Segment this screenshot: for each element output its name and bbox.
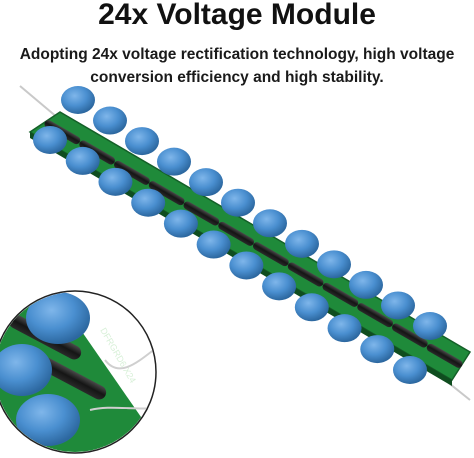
product-description: Adopting 24x voltage rectification techn… — [14, 43, 460, 89]
capacitor — [221, 188, 255, 217]
capacitor — [93, 106, 127, 135]
zoom-diode-2 — [33, 354, 107, 400]
diode — [426, 343, 463, 368]
capacitor — [157, 147, 191, 176]
diode — [148, 181, 185, 206]
capacitor — [393, 356, 427, 384]
description-line-1: Adopting 24x voltage rectification techn… — [19, 46, 455, 63]
page-title: 24x Voltage Module — [98, 0, 376, 31]
capacitor — [98, 167, 133, 196]
capacitor — [317, 250, 351, 279]
diode — [253, 242, 289, 267]
diode — [183, 201, 220, 226]
capacitor — [163, 209, 198, 238]
diode — [218, 221, 254, 246]
diode — [322, 282, 359, 307]
capacitor — [65, 146, 100, 175]
capacitor — [285, 229, 319, 258]
capacitor — [253, 209, 287, 238]
diode — [392, 323, 428, 348]
capacitor — [413, 312, 447, 340]
diode — [357, 303, 393, 328]
capacitor — [381, 291, 415, 320]
capacitor — [196, 230, 231, 259]
capacitor — [33, 126, 67, 154]
diode — [79, 140, 115, 165]
capacitor — [360, 335, 395, 364]
diode — [287, 262, 324, 287]
diode — [114, 160, 150, 185]
lead-wire-top — [19, 85, 59, 119]
zoom-capacitor-2 — [0, 344, 52, 396]
description-line-2: conversion efficiency and high stability… — [90, 69, 384, 86]
capacitor — [327, 314, 362, 343]
zoom-capacitor-3 — [16, 394, 80, 446]
diode-row — [44, 120, 463, 368]
capacitor-row — [33, 86, 447, 384]
capacitor — [294, 293, 329, 322]
capacitor — [131, 188, 166, 217]
capacitor — [61, 86, 95, 114]
zoom-capacitor-1 — [26, 292, 90, 344]
capacitor — [229, 251, 264, 280]
capacitor — [125, 127, 159, 156]
zoom-inset: DFRGRD6 X24 — [0, 290, 157, 454]
capacitor — [262, 272, 297, 301]
capacitor — [189, 168, 223, 197]
capacitor — [349, 270, 383, 299]
